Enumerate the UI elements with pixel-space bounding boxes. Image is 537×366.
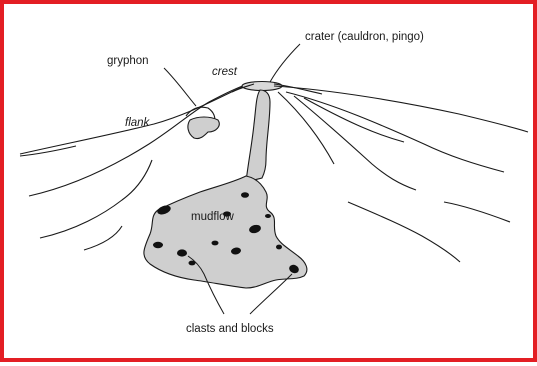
right-flank-3 [294,96,416,190]
gryphon-flow [188,117,219,139]
left-slope-long [29,84,248,196]
right-flank-4 [348,202,460,262]
gryphon-feature [186,107,219,138]
clast [212,241,219,246]
clast [241,192,249,198]
right-flank-inner-b [304,98,404,142]
clast [276,245,282,250]
clasts-label: clasts and blocks [186,323,274,335]
clast [265,214,271,218]
clast [177,249,187,256]
crest-label: crest [212,66,238,78]
right-flank-inner-a [278,92,334,164]
clast [153,242,163,248]
crater-leader [270,44,300,82]
right-flank-lines [274,86,528,262]
left-slope-lower [40,160,152,238]
flank-label: flank [125,117,151,129]
mudflow-area [144,176,307,288]
right-flank-5 [444,202,510,222]
gryphon-leader [164,68,196,106]
left-slope-toe [84,226,122,250]
gryphon-label: gryphon [107,55,149,67]
mud-channel [246,90,270,182]
mud-volcano-diagram: gryphon crest crater (cauldron, pingo) f… [4,4,537,366]
right-flank-top [274,86,528,132]
crater-label: crater (cauldron, pingo) [305,31,424,43]
crater-rim [232,82,322,95]
rim-right [274,84,322,94]
mudflow-label: mudflow [191,211,235,223]
right-flank-2 [286,92,504,172]
